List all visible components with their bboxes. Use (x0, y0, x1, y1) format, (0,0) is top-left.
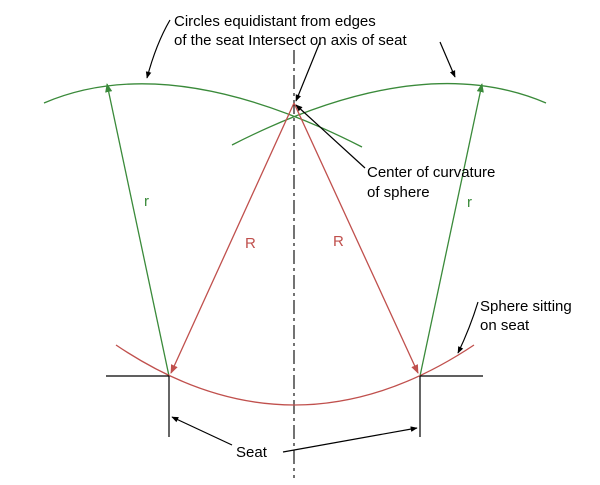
sphere-label-line1: Sphere sitting (480, 298, 572, 315)
seat-left-pointer (171, 416, 233, 446)
left-radius-r (105, 83, 170, 377)
circles-label-line1: Circles equidistant from edges (174, 13, 376, 30)
circles-center-leader (295, 41, 321, 102)
right-r-label: r (467, 194, 472, 211)
right-radius-R (293, 102, 419, 374)
right-circle-arc (231, 82, 547, 146)
center-label-line2: of sphere (367, 184, 430, 201)
seat-right-pointer (282, 426, 418, 453)
left-R-label: R (245, 235, 256, 252)
left-radius-R (170, 102, 295, 374)
right-R-label: R (333, 233, 344, 250)
sphere-leader (457, 301, 479, 354)
center-label-line1: Center of curvature (367, 164, 495, 181)
sphere-label-line2: on seat (480, 317, 530, 334)
circles-right-leader (439, 41, 456, 78)
seat-label: Seat (236, 444, 268, 461)
circles-left-leader (145, 19, 171, 79)
left-circle-arc (43, 83, 363, 148)
center-leader (295, 104, 366, 169)
right-radius-r (419, 83, 484, 377)
sphere-arc (115, 344, 475, 406)
circles-label-line2: of the seat Intersect on axis of seat (174, 32, 407, 49)
left-r-label: r (144, 193, 149, 210)
